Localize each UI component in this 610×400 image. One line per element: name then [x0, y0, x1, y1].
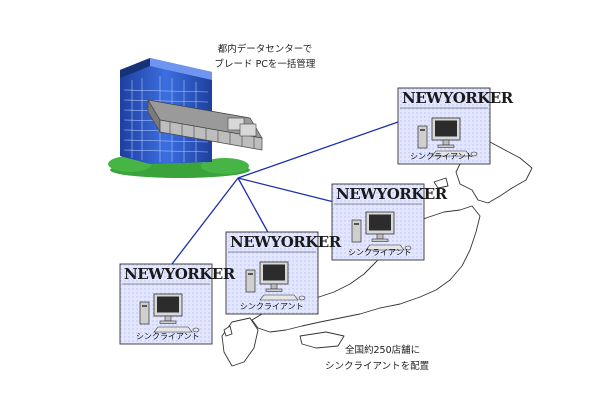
brand-logo: NEWYORKER [230, 233, 341, 251]
client-box-3 [225, 231, 319, 315]
blade-servers [147, 98, 263, 151]
client-label: シンクライアント [136, 332, 200, 341]
client-label: シンクライアント [348, 248, 412, 257]
brand-logo: NEWYORKER [124, 265, 235, 283]
datacenter-caption-line1: 都内データセンターで [217, 44, 313, 55]
client-box-4 [119, 263, 213, 345]
store-note-line1: 全国約250店舗に [345, 345, 421, 356]
client-label: シンクライアント [410, 152, 474, 161]
brand-logo: NEWYORKER [336, 185, 447, 203]
network-links [171, 121, 399, 265]
brand-logo: NEWYORKER [402, 89, 513, 107]
datacenter-building [108, 58, 263, 178]
datacenter-caption: 都内データセンターで ブレード PCを一括管理 [205, 42, 325, 72]
client-box-1 [397, 87, 491, 165]
datacenter-caption-line2: ブレード PCを一括管理 [214, 59, 316, 70]
client-box-2 [331, 183, 425, 261]
client-label: シンクライアント [240, 302, 304, 311]
store-note: 全国約250店舗に シンクライアントを配置 [325, 343, 429, 375]
store-note-line2: シンクライアントを配置 [325, 361, 430, 372]
